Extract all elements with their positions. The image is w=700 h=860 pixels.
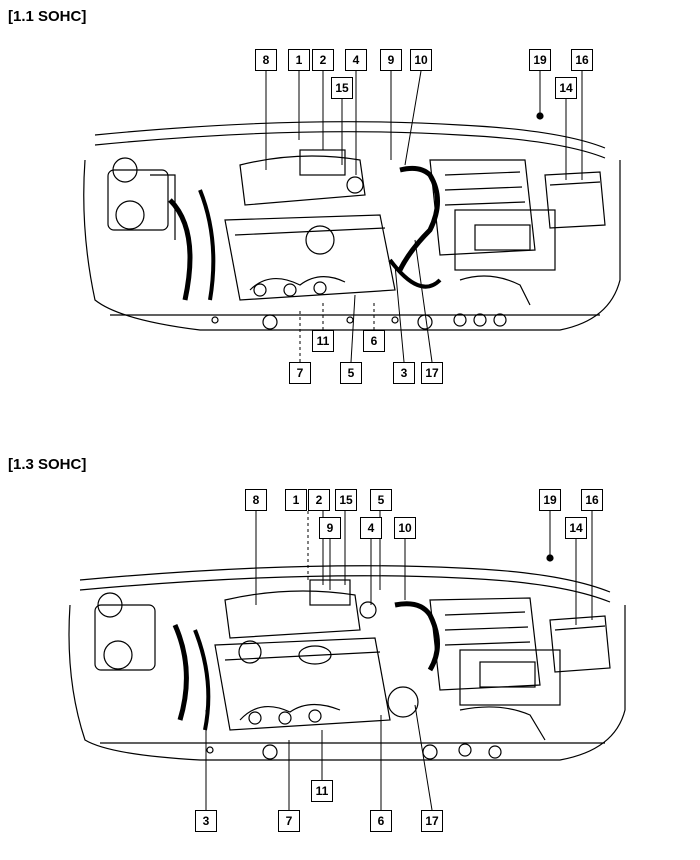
callout-8: 8 <box>245 489 267 511</box>
callout-1: 1 <box>288 49 310 71</box>
engine-bay-diagram-1-1-sohc: 8 1 2 4 9 10 15 19 16 14 11 6 7 5 3 17 <box>0 0 700 420</box>
callout-8: 8 <box>255 49 277 71</box>
callout-19: 19 <box>529 49 551 71</box>
callout-5: 5 <box>370 489 392 511</box>
callout-10: 10 <box>394 517 416 539</box>
engine-bay-illustration-1-1 <box>83 70 621 363</box>
callout-6: 6 <box>370 810 392 832</box>
callout-4: 4 <box>345 49 367 71</box>
callout-7: 7 <box>289 362 311 384</box>
callout-11: 11 <box>311 780 333 802</box>
callout-9: 9 <box>380 49 402 71</box>
callout-2: 2 <box>312 49 334 71</box>
callout-16: 16 <box>571 49 593 71</box>
callout-17: 17 <box>421 362 443 384</box>
section-title-1-1-sohc: [1.1 SOHC] <box>8 8 87 25</box>
callout-3: 3 <box>393 362 415 384</box>
callout-14: 14 <box>565 517 587 539</box>
callout-1: 1 <box>285 489 307 511</box>
callout-10: 10 <box>410 49 432 71</box>
callout-11: 11 <box>312 330 334 352</box>
callout-4: 4 <box>360 517 382 539</box>
callout-17: 17 <box>421 810 443 832</box>
callout-6: 6 <box>363 330 385 352</box>
callout-15: 15 <box>331 77 353 99</box>
callout-2: 2 <box>308 489 330 511</box>
section-title-1-3-sohc: [1.3 SOHC] <box>8 456 87 473</box>
callout-9: 9 <box>319 517 341 539</box>
callout-14: 14 <box>555 77 577 99</box>
callout-5: 5 <box>340 362 362 384</box>
callout-16: 16 <box>581 489 603 511</box>
engine-bay-illustration-1-3 <box>68 511 626 811</box>
callout-19: 19 <box>539 489 561 511</box>
callout-3: 3 <box>195 810 217 832</box>
callout-15: 15 <box>335 489 357 511</box>
callout-7: 7 <box>278 810 300 832</box>
engine-bay-diagram-1-3-sohc: 8 1 2 15 5 9 4 10 19 16 14 3 7 11 6 17 <box>0 440 700 860</box>
